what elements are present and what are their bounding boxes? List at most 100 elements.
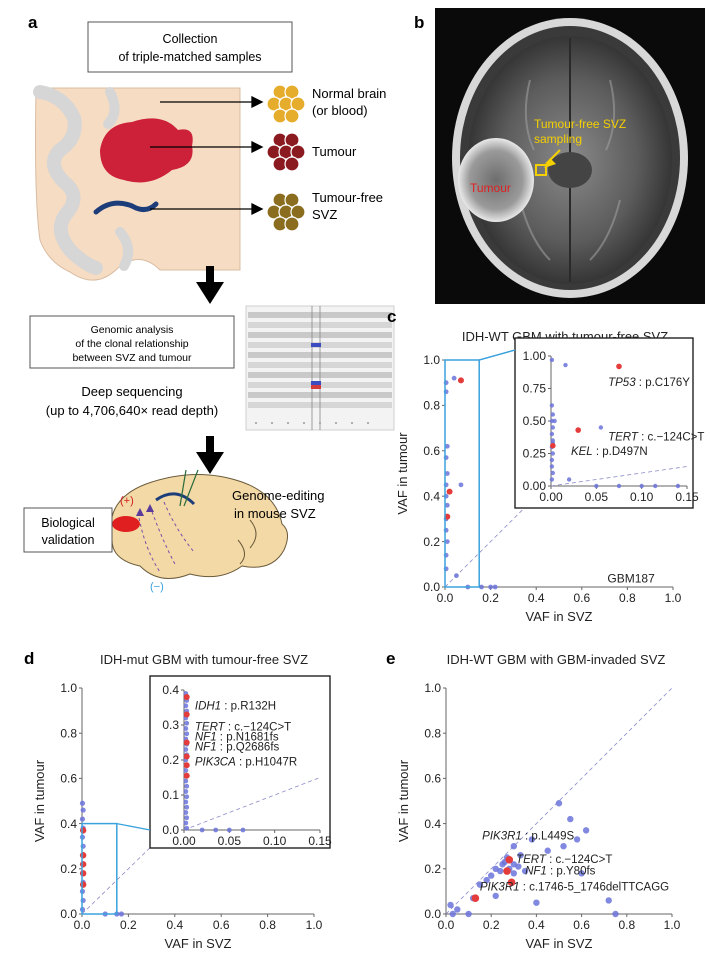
c-inset-point-red xyxy=(575,427,581,433)
panel-a-illustration: a Collection of triple-matched samples xyxy=(23,13,395,612)
c-inset-point-blue xyxy=(639,483,644,489)
c-inset-point-blue xyxy=(549,357,555,363)
minus-label: (−) xyxy=(150,581,164,593)
c-inset-annotation: KEL : p.D497N xyxy=(571,446,648,458)
tumour-lesion xyxy=(458,138,534,222)
d-inset-point-red xyxy=(183,739,190,746)
c-inset-x-tick-label: 0.15 xyxy=(675,490,699,504)
c-inset-point-blue xyxy=(549,403,555,408)
e-main-point-blue xyxy=(447,901,454,909)
e-main-annotation-text: : p.L449S xyxy=(522,830,575,842)
deep-line2: (up to 4,706,640× read depth) xyxy=(46,403,218,418)
c-main-x-tick-label: 0.6 xyxy=(573,591,590,605)
d-inset-point-red xyxy=(183,772,190,779)
d-inset-point-blue xyxy=(184,794,190,800)
c-main-x-tick-label: 0.0 xyxy=(437,591,454,605)
d-inset-annotation-text: : c.−124C>T xyxy=(225,721,291,733)
d-main-y-tick-label: 1.0 xyxy=(60,681,77,695)
d-inset-annotation-gene: PIK3CA xyxy=(195,756,236,768)
e-main-annotation-text: : c.1746-5_1746delTTCAGG xyxy=(520,881,670,893)
e-main-x-tick-label: 0.0 xyxy=(438,918,455,932)
d-main-point-blue xyxy=(118,911,125,917)
d-main-y-tick-label: 0.0 xyxy=(60,907,77,921)
e-main-y-tick-label: 1.0 xyxy=(424,681,441,695)
d-inset-point-blue xyxy=(183,810,189,815)
e-main-y-tick-label: 0.4 xyxy=(424,817,441,831)
d-inset-point-red xyxy=(183,694,190,700)
d-inset-point-blue xyxy=(213,827,219,833)
c-main-point-blue xyxy=(479,584,484,590)
panel-d-letter: d xyxy=(24,649,34,668)
d-inset-y-tick-label: 0.1 xyxy=(162,788,179,802)
c-inset-annotation-gene: TERT xyxy=(608,432,639,444)
e-main-annotation: PIK3R1 : p.L449S xyxy=(482,830,574,842)
c-inset-point-blue xyxy=(552,418,557,424)
c-main-point-blue xyxy=(488,584,493,590)
read-alignment-viewer xyxy=(245,305,395,431)
genome-edit-line2: in mouse SVZ xyxy=(234,506,316,521)
c-inset-point-blue xyxy=(550,470,556,476)
e-main-x-axis-label: VAF in SVZ xyxy=(526,936,593,951)
panel-a-letter: a xyxy=(28,13,38,32)
d-inset-annotation-text: : p.N1681fs xyxy=(217,731,279,743)
d-main-x-tick-label: 0.2 xyxy=(120,918,137,932)
tumour-region xyxy=(100,118,193,183)
sample-arrows xyxy=(150,95,264,216)
d-inset-annotation-gene: TERT xyxy=(195,721,226,733)
c-inset-annotation-text: : p.C176Y xyxy=(636,377,691,389)
c-inset-diagonal-line xyxy=(550,466,688,487)
d-inset-x-tick-label: 0.15 xyxy=(308,834,332,848)
d-zoom-connector xyxy=(116,822,151,831)
e-main-point-blue xyxy=(510,870,517,877)
d-main-point-red xyxy=(79,881,87,888)
d-inset-annotation: PIK3CA : p.H1047R xyxy=(195,756,297,768)
c-inset-x-tick-label: 0.00 xyxy=(539,490,563,504)
down-arrow-icon xyxy=(196,436,224,474)
c-inset-point-blue xyxy=(550,451,556,456)
d-inset-y-tick-label: 0.4 xyxy=(162,683,179,697)
svz-cells-icon xyxy=(266,192,306,232)
c-inset-point-red xyxy=(550,442,556,449)
genomic-line1: Genomic analysis xyxy=(91,324,174,336)
e-main-point-blue xyxy=(567,815,574,823)
c-main-point-blue xyxy=(444,471,450,476)
d-inset-y-tick-label: 0.0 xyxy=(162,823,179,837)
d-main-y-axis-label: VAF in tumour xyxy=(32,759,47,842)
c-main-x-axis-label: VAF in SVZ xyxy=(526,609,593,624)
d-inset-point-blue xyxy=(184,825,190,831)
e-main-point-blue xyxy=(476,881,484,888)
e-main-point-blue xyxy=(528,836,536,843)
c-inset-y-tick-label: 0.50 xyxy=(523,414,547,428)
d-main-point-blue xyxy=(79,800,86,806)
c-main-point-blue xyxy=(492,584,498,590)
e-main-x-tick-label: 0.8 xyxy=(618,918,635,932)
d-inset-x-tick-label: 0.05 xyxy=(218,834,242,848)
c-inset-annotation: TP53 : p.C176Y xyxy=(608,377,690,389)
d-main-x-tick-label: 1.0 xyxy=(306,918,323,932)
e-main-point-blue xyxy=(533,899,540,906)
c-zoom-box xyxy=(444,359,480,588)
c-main-y-tick-label: 0.6 xyxy=(423,444,440,458)
d-main-y-tick-label: 0.6 xyxy=(60,772,77,786)
c-inset-point-blue xyxy=(653,483,658,489)
e-main-point-blue xyxy=(517,852,524,859)
d-main-point-red xyxy=(79,870,87,877)
d-inset-annotation-text: : p.Q2686fs xyxy=(217,742,280,754)
genomic-analysis-box xyxy=(29,315,235,369)
svz-line1: Tumour-free xyxy=(312,190,383,205)
d-inset-point-blue xyxy=(183,768,189,773)
normal-cells-icon xyxy=(266,84,306,124)
e-main-annotation: TERT : c.−124C>T xyxy=(516,854,612,866)
d-inset-point-blue xyxy=(184,783,190,789)
c-inset-point-blue xyxy=(616,483,622,489)
e-main-y-tick-label: 0.8 xyxy=(424,726,441,740)
e-main-y-tick-label: 0.6 xyxy=(424,772,441,786)
c-inset-point-blue xyxy=(549,431,555,437)
e-main-point-blue xyxy=(521,867,529,875)
e-main-annotation-gene: TERT xyxy=(516,854,547,866)
d-main-x-axis-label: VAF in SVZ xyxy=(165,936,232,951)
mri-tumour-label: Tumour xyxy=(470,181,511,195)
